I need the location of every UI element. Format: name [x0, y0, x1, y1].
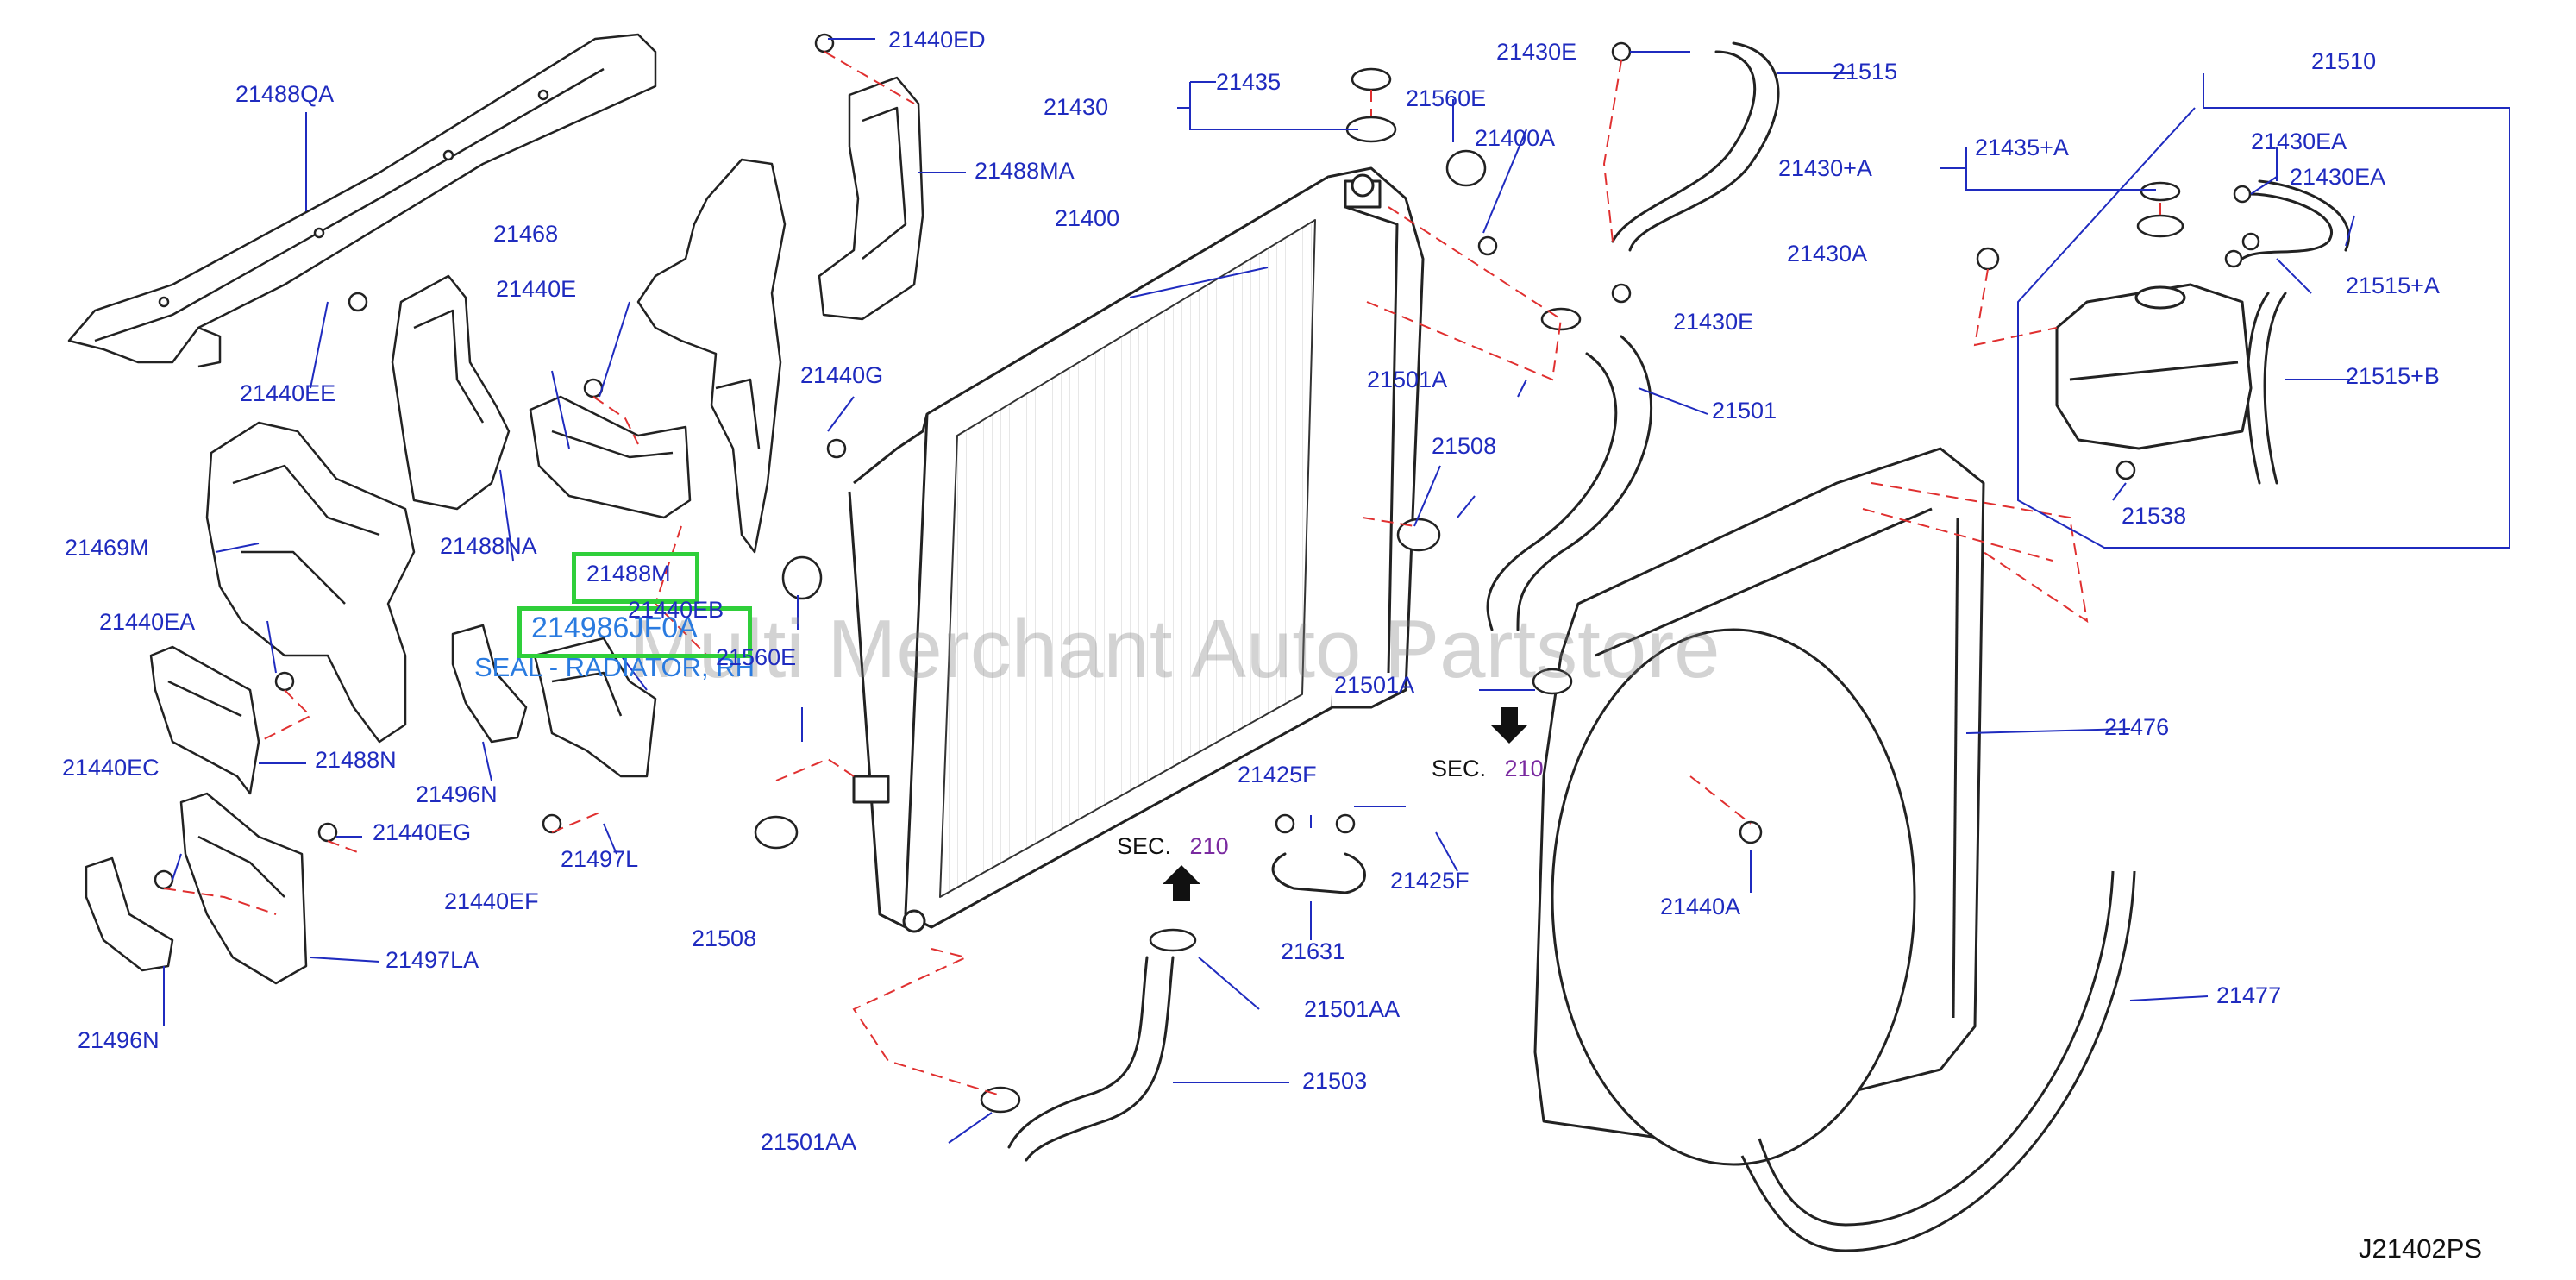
fasteners: [154, 33, 2260, 1114]
part-label[interactable]: 21469M: [65, 535, 149, 561]
part-label[interactable]: 21440E: [496, 276, 577, 302]
part-label[interactable]: 21468: [493, 221, 559, 247]
section-prefix: SEC.: [1432, 756, 1487, 781]
part-label[interactable]: 21400A: [1475, 125, 1556, 151]
part-label[interactable]: 21560E: [1406, 85, 1487, 111]
guide-lower-rh: [533, 637, 657, 778]
part-label[interactable]: 21400: [1055, 205, 1120, 231]
part-label[interactable]: 21425F: [1390, 868, 1470, 894]
part-label[interactable]: 21515: [1833, 59, 1898, 85]
part-label[interactable]: 21501: [1712, 398, 1777, 424]
guide-lower-lh: [179, 792, 308, 985]
lower-bracket-left: [205, 421, 416, 744]
part-label[interactable]: 21477: [2216, 982, 2282, 1008]
part-label[interactable]: 21488NA: [440, 533, 537, 559]
direction-arrows: [1163, 707, 1528, 901]
part-label[interactable]: 21440G: [800, 362, 884, 388]
part-label[interactable]: 21440EF: [444, 888, 539, 914]
hose-lower-21503: [1007, 956, 1175, 1162]
fan-shroud: [1533, 447, 1985, 1166]
part-label[interactable]: 21435: [1216, 69, 1282, 95]
part-label[interactable]: 21425F: [1238, 762, 1317, 787]
arrow-up-icon: [1163, 865, 1200, 901]
part-label[interactable]: 21497L: [561, 846, 639, 872]
part-label[interactable]: 21430EA: [2251, 129, 2347, 154]
highlight-box-label: 21488M: [586, 561, 671, 587]
radiator-core: [848, 166, 1425, 933]
part-label[interactable]: 21440EE: [240, 380, 336, 406]
section-number: 210: [1189, 833, 1229, 859]
part-label[interactable]: 21440EC: [62, 755, 160, 781]
part-label[interactable]: 21430E: [1496, 39, 1577, 65]
radiator-seal-lh: [85, 856, 174, 972]
part-label[interactable]: 21476: [2104, 714, 2170, 740]
deflector-plate: [636, 158, 787, 554]
part-label[interactable]: 21488MA: [975, 158, 1075, 184]
section-number: 210: [1504, 756, 1544, 781]
fan-ring: [1740, 870, 2136, 1252]
part-label[interactable]: 21503: [1302, 1068, 1368, 1094]
watermark: Multi Merchant Auto Partstore: [630, 603, 1720, 695]
part-label[interactable]: 21440EG: [373, 819, 472, 845]
part-label[interactable]: 21496N: [78, 1027, 160, 1053]
hose-upper-21501: [1486, 335, 1653, 631]
part-label[interactable]: 21515+A: [2346, 273, 2440, 298]
part-label[interactable]: 21430E: [1673, 309, 1754, 335]
part-label[interactable]: 21430: [1044, 94, 1109, 120]
part-label[interactable]: 21440ED: [888, 27, 986, 53]
part-label[interactable]: 21510: [2311, 48, 2377, 74]
section-ref-1[interactable]: SEC. 210: [1432, 757, 1544, 781]
part-label[interactable]: 21508: [692, 925, 757, 951]
hose-reservoir-21515A: [2241, 179, 2350, 260]
part-label[interactable]: 21488N: [315, 747, 397, 773]
hose-reservoir-21515B: [2246, 292, 2287, 485]
part-label[interactable]: 21440EA: [99, 609, 196, 635]
highlight-box-part-number[interactable]: [517, 606, 752, 658]
part-label[interactable]: 21508: [1432, 433, 1497, 459]
radiator-seal-rh: [451, 624, 528, 744]
highlight-box-21488m[interactable]: [572, 552, 699, 604]
arrow-down-icon: [1490, 707, 1528, 744]
side-air-guide: [391, 274, 511, 511]
part-label[interactable]: 21515+B: [2346, 363, 2440, 389]
part-label[interactable]: 21497LA: [385, 947, 479, 973]
part-label[interactable]: 21501AA: [1304, 996, 1401, 1022]
section-ref-2[interactable]: SEC. 210: [1117, 835, 1229, 858]
part-label[interactable]: 21430EA: [2290, 164, 2386, 190]
part-label[interactable]: 21538: [2122, 503, 2187, 529]
upper-shroud-panel: [67, 33, 657, 368]
part-label[interactable]: 21440EB: [628, 597, 724, 623]
part-label[interactable]: 21501A: [1367, 367, 1448, 392]
part-label[interactable]: 21430+A: [1778, 155, 1872, 181]
hose-21631: [1271, 852, 1366, 894]
part-label[interactable]: 21435+A: [1975, 135, 2069, 160]
part-label[interactable]: 21560E: [716, 644, 797, 670]
reservoir-tank: [2055, 283, 2253, 450]
part-label[interactable]: 21440A: [1660, 894, 1741, 919]
part-label[interactable]: 21488QA: [235, 81, 335, 107]
part-label[interactable]: 21501AA: [761, 1129, 857, 1155]
part-label[interactable]: 21631: [1281, 938, 1346, 964]
seal-bracket: [529, 395, 692, 519]
highlight-part-number: 214986JF0A: [531, 612, 698, 644]
part-label[interactable]: 21501A: [1334, 672, 1415, 698]
diagram-code: J21402PS: [2359, 1233, 2483, 1264]
air-guide-upper: [818, 76, 924, 321]
part-label[interactable]: 21496N: [416, 781, 498, 807]
part-label[interactable]: 21430A: [1787, 241, 1868, 267]
section-prefix: SEC.: [1117, 833, 1172, 859]
highlight-part-description: SEAL - RADIATOR, RH: [474, 652, 755, 682]
lower-bracket-plate: [149, 645, 260, 795]
leader-lines: [163, 38, 2510, 1144]
hose-reservoir-21515: [1611, 41, 1780, 252]
